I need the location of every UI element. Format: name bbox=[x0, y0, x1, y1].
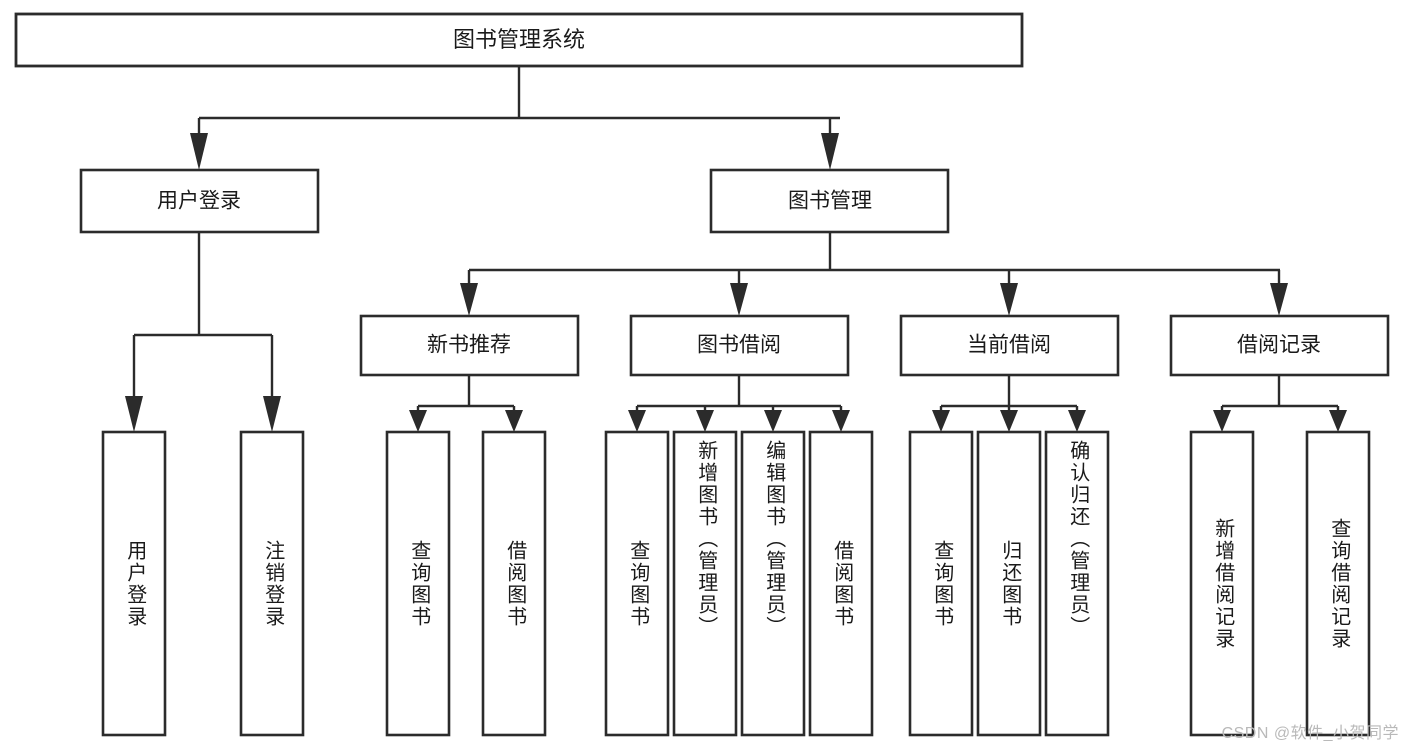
leaf-boxes bbox=[101, 430, 1371, 737]
node-root[interactable]: 图书管理系统 bbox=[14, 12, 1024, 68]
connector-group-new-book-rec bbox=[409, 375, 523, 432]
arrow-head-current-borrow bbox=[1000, 283, 1018, 316]
arrow-head-leaf-borrow-book-2 bbox=[832, 410, 850, 432]
connector-group-book-manage bbox=[460, 232, 1288, 316]
arrow-head-leaf-query-book-2 bbox=[628, 410, 646, 432]
node-new-book-rec[interactable]: 新书推荐 bbox=[359, 314, 580, 377]
arrow-head-user-login bbox=[190, 133, 208, 170]
node-book-borrow-label: 图书借阅 bbox=[697, 334, 781, 357]
node-borrow-record[interactable]: 借阅记录 bbox=[1169, 314, 1390, 377]
node-book-manage[interactable]: 图书管理 bbox=[709, 168, 950, 234]
arrow-head-borrow-record bbox=[1270, 283, 1288, 316]
node-root-box[interactable] bbox=[14, 12, 1024, 68]
leaf-logout-login-box[interactable] bbox=[239, 430, 305, 737]
connector-group-root bbox=[190, 66, 840, 170]
connector-group-current-borrow bbox=[932, 375, 1086, 432]
leaf-query-record-box[interactable] bbox=[1305, 430, 1371, 737]
arrow-head-leaf-query-book-3 bbox=[932, 410, 950, 432]
node-user-login-label: 用户登录 bbox=[157, 190, 241, 213]
node-new-book-rec-label: 新书推荐 bbox=[427, 334, 511, 357]
arrow-head-leaf-logout-login bbox=[263, 396, 281, 432]
leaf-user-login-box[interactable] bbox=[101, 430, 167, 737]
arrow-head-leaf-user-login bbox=[125, 396, 143, 432]
arrow-head-leaf-query-book-1 bbox=[409, 410, 427, 432]
node-book-borrow[interactable]: 图书借阅 bbox=[629, 314, 850, 377]
leaf-add-book-box[interactable] bbox=[672, 430, 738, 737]
leaf-borrow-book-2-box[interactable] bbox=[808, 430, 874, 737]
connector-group-book-borrow bbox=[628, 375, 850, 432]
watermark-text: CSDN @软件_小贺同学 bbox=[1221, 725, 1399, 742]
node-current-borrow-box[interactable] bbox=[899, 314, 1120, 377]
node-borrow-record-box[interactable] bbox=[1169, 314, 1390, 377]
arrow-head-leaf-confirm-return bbox=[1068, 410, 1086, 432]
arrow-head-leaf-query-record bbox=[1329, 410, 1347, 432]
node-current-borrow-label: 当前借阅 bbox=[967, 334, 1051, 357]
arrow-head-leaf-borrow-book-1 bbox=[505, 410, 523, 432]
leaf-borrow-book-1-box[interactable] bbox=[481, 430, 547, 737]
node-book-borrow-box[interactable] bbox=[629, 314, 850, 377]
node-root-label: 图书管理系统 bbox=[453, 27, 585, 52]
connector-group-borrow-record bbox=[1213, 375, 1347, 432]
leaf-query-book-2-box[interactable] bbox=[604, 430, 670, 737]
leaf-query-book-3-box[interactable] bbox=[908, 430, 974, 737]
arrow-head-new-book-rec bbox=[460, 283, 478, 316]
arrow-head-leaf-edit-book bbox=[764, 410, 782, 432]
leaf-query-book-1-box[interactable] bbox=[385, 430, 451, 737]
arrow-head-leaf-return-book bbox=[1000, 410, 1018, 432]
connector-group-user-login bbox=[125, 232, 281, 432]
node-book-manage-label: 图书管理 bbox=[788, 190, 872, 213]
node-user-login-box[interactable] bbox=[79, 168, 320, 234]
arrow-head-leaf-add-book bbox=[696, 410, 714, 432]
leaf-add-record-box[interactable] bbox=[1189, 430, 1255, 737]
node-current-borrow[interactable]: 当前借阅 bbox=[899, 314, 1120, 377]
leaf-return-book-box[interactable] bbox=[976, 430, 1042, 737]
node-user-login[interactable]: 用户登录 bbox=[79, 168, 320, 234]
leaf-edit-book-box[interactable] bbox=[740, 430, 806, 737]
arrow-head-leaf-add-record bbox=[1213, 410, 1231, 432]
arrow-head-book-borrow bbox=[730, 283, 748, 316]
node-borrow-record-label: 借阅记录 bbox=[1237, 334, 1321, 357]
arrow-head-book-manage bbox=[821, 133, 839, 170]
leaf-confirm-return-box[interactable] bbox=[1044, 430, 1110, 737]
node-new-book-rec-box[interactable] bbox=[359, 314, 580, 377]
node-book-manage-box[interactable] bbox=[709, 168, 950, 234]
